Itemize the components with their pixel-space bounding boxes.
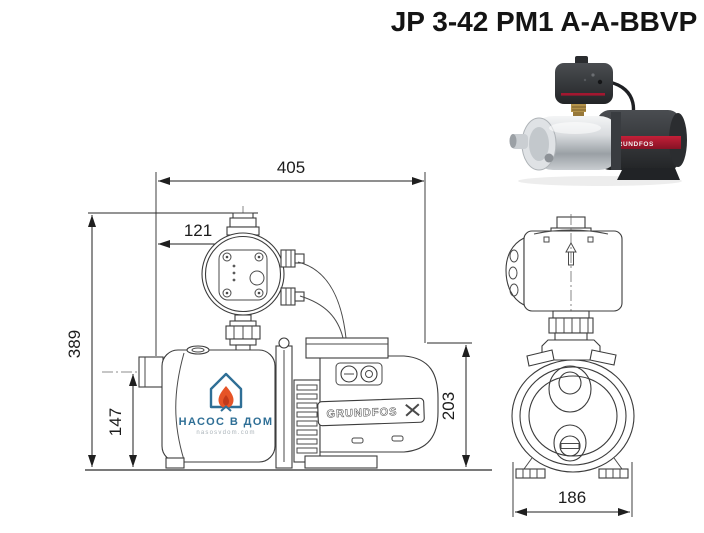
dim-label-389: 389 (65, 330, 84, 358)
flow-direction-arrow (565, 241, 577, 266)
terminal-knob-2 (360, 365, 378, 383)
pressure-manager-photo (555, 56, 613, 104)
dimension-inlet-height: 147 (106, 374, 137, 467)
dimension-overall-height: 389 (65, 215, 96, 467)
motor-foot (304, 455, 378, 469)
pressure-manager-side (201, 212, 305, 358)
motor-nameplate: GRUNDFOS (317, 397, 425, 427)
dim-label-186: 186 (558, 488, 586, 507)
dim-label-405: 405 (277, 158, 305, 177)
pm-cable-glands (280, 249, 305, 306)
pump-foot (165, 457, 185, 469)
motor-side: GRUNDFOS (304, 337, 439, 469)
dimension-overall-length: 405 (158, 158, 424, 185)
drain-plug (553, 424, 587, 462)
dim-label-147: 147 (106, 408, 125, 436)
drawing-cable-2 (299, 295, 344, 339)
front-view: 186 (505, 214, 635, 517)
watermark-brand: НАСОС В ДОМ (179, 416, 274, 428)
front-feet (515, 457, 629, 479)
watermark-site: nasosvdom.com (196, 430, 255, 436)
side-view: 405 121 389 147 203 (65, 158, 492, 471)
pressure-manager-front (505, 214, 623, 360)
pump-front-face (511, 359, 635, 473)
pump-body-photo (509, 112, 621, 171)
inlet-port (138, 356, 164, 388)
motor-fin-section (293, 379, 321, 463)
motor-brand-label: GRUNDFOS (326, 406, 397, 420)
clamp-ear-right (589, 349, 617, 366)
drawing-cable-1 (297, 261, 347, 339)
product-photo: GRUNDFOS (509, 56, 687, 186)
pump-base-photo (617, 168, 680, 180)
pm-button (249, 270, 265, 286)
pm-led-indicators (232, 264, 236, 282)
grundfos-logo-mark (405, 403, 420, 417)
dim-label-121: 121 (184, 221, 212, 240)
photo-brand-label: GRUNDFOS (612, 141, 654, 148)
pump-flange (275, 337, 293, 469)
pm-screws (222, 252, 264, 298)
pump-body-side (138, 345, 276, 469)
dimension-front-width: 186 (512, 462, 633, 517)
dimension-pump-height: 203 (439, 345, 470, 467)
front-fitting-stack (541, 310, 601, 361)
fill-plug (548, 365, 592, 413)
terminal-box (305, 337, 389, 359)
dim-label-203: 203 (439, 392, 458, 420)
page-title: JP 3-42 PM1 A-A-BBVP (390, 6, 698, 37)
watermark: НАСОС В ДОМ nasosvdom.com (179, 372, 274, 436)
priming-plug (186, 345, 210, 355)
clamp-ear-left (526, 349, 555, 367)
house-flame-icon (209, 372, 243, 412)
